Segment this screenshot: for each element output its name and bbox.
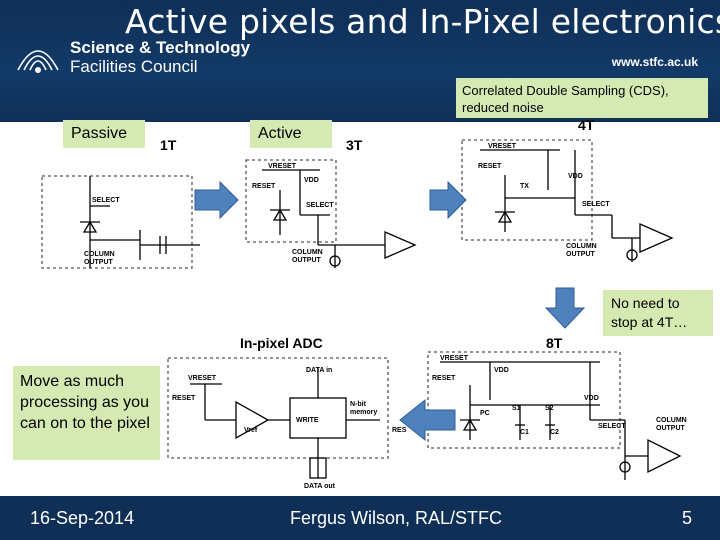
stfc-logo-icon xyxy=(17,50,59,73)
active-label: Active xyxy=(250,120,332,148)
t3-vdd-label: VDD xyxy=(304,177,319,184)
t4-output-label: OUTPUT xyxy=(566,251,596,258)
adc-dataout-label: DATA out xyxy=(304,483,336,490)
t3-output-label: OUTPUT xyxy=(292,257,322,264)
t4-select-label: SELECT xyxy=(582,201,610,208)
t1-output-label: OUTPUT xyxy=(84,259,114,266)
t3-vreset-label: VRESET xyxy=(268,163,297,170)
t1-column-label: COLUMN xyxy=(84,251,115,258)
adc-write-label: WRITE xyxy=(296,417,319,424)
adc-reset-label: RESET xyxy=(172,395,196,402)
org-url: www.stfc.ac.uk xyxy=(611,55,698,69)
t8-s1-label: S1 xyxy=(512,405,521,412)
t3-column-label: COLUMN xyxy=(292,249,323,256)
label-8t: 8T xyxy=(546,335,563,351)
label-4t: 4T xyxy=(578,117,595,133)
org-line2: Facilities Council xyxy=(70,57,198,76)
adc-mem2-label: memory xyxy=(350,409,377,416)
adc-vreset-label: VRESET xyxy=(188,375,217,382)
arrow-right-1-icon xyxy=(194,180,239,220)
t4-column-label: COLUMN xyxy=(566,243,597,250)
adc-mem1-label: N-bit xyxy=(350,401,367,408)
arrow-right-2-icon xyxy=(429,180,467,220)
slide-footer xyxy=(0,496,720,540)
t8-output-label: OUTPUT xyxy=(656,425,686,432)
t4-vdd-label: VDD xyxy=(568,173,583,180)
adc-res-label: RES xyxy=(392,427,407,434)
t8-select-label: SELECT xyxy=(598,423,626,430)
cds-callout: Correlated Double Sampling (CDS), reduce… xyxy=(456,78,708,118)
t8-vdd1-label: VDD xyxy=(494,367,509,374)
move-processing-callout: Move as much processing as you can on to… xyxy=(13,366,160,460)
t8-c2-label: C2 xyxy=(550,429,559,436)
t3-reset-label: RESET xyxy=(252,183,276,190)
t3-select-label: SELECT xyxy=(306,202,334,209)
arrow-down-icon xyxy=(544,287,586,329)
page-number: 5 xyxy=(682,508,693,528)
footer-author: Fergus Wilson, RAL/STFC xyxy=(290,508,503,528)
t1-select-label: SELECT xyxy=(92,197,120,204)
footer-date: 16-Sep-2014 xyxy=(30,508,135,528)
t4-vreset-label: VRESET xyxy=(488,143,517,150)
no-need-callout: No need to stop at 4T… xyxy=(603,290,713,336)
t8-s2-label: S2 xyxy=(545,405,554,412)
label-3t: 3T xyxy=(346,137,363,153)
t4-tx-label: TX xyxy=(520,183,529,190)
adc-vref-label: Vref xyxy=(244,427,258,434)
label-adc: In-pixel ADC xyxy=(240,335,323,351)
t8-vdd2-label: VDD xyxy=(584,395,599,402)
passive-label: Passive xyxy=(63,120,145,148)
t8-vreset-label: VRESET xyxy=(440,355,469,362)
t8-pc-label: PC xyxy=(480,410,490,417)
t4-reset-label: RESET xyxy=(478,163,502,170)
slide-title: Active pixels and In-Pixel electronics xyxy=(125,2,720,41)
org-line1: Science & Technology xyxy=(70,38,251,57)
t8-column-label: COLUMN xyxy=(656,417,687,424)
org-name: Science & Technology Facilities Council xyxy=(70,38,250,76)
adc-datain-label: DATA in xyxy=(306,367,332,374)
t8-c1-label: C1 xyxy=(520,429,529,436)
label-1t: 1T xyxy=(160,137,177,153)
t8-reset-label: RESET xyxy=(432,375,456,382)
arrow-left-icon xyxy=(399,398,456,442)
